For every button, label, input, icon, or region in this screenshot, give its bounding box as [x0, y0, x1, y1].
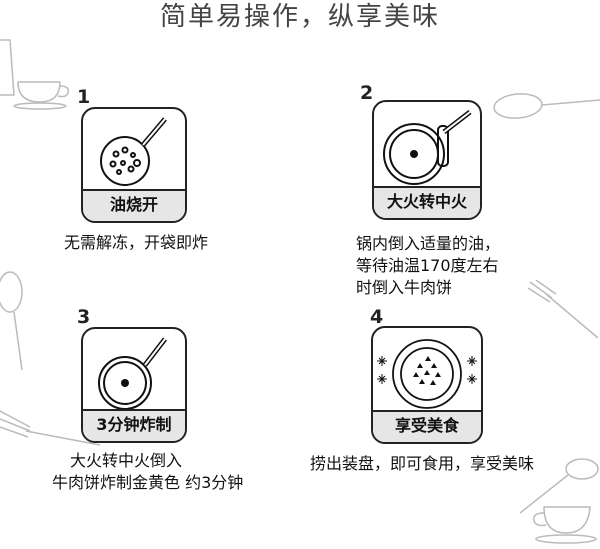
spoon-icon — [493, 93, 600, 119]
step-number: 3 — [77, 306, 91, 328]
step-description: 大火转中火倒入 牛肉饼炸制金黄色 约3分钟 — [52, 451, 244, 492]
plate-food-icon — [377, 339, 477, 409]
step-label: 大火转中火 — [374, 186, 480, 218]
teacup-icon — [532, 506, 597, 544]
step-card: 3分钟炸制 — [81, 327, 187, 443]
pan-icon — [98, 337, 167, 410]
pan-oil-bubbles-icon — [100, 117, 167, 186]
fork-icon — [528, 280, 598, 339]
step-label: 享受美食 — [373, 410, 481, 442]
teacup-icon — [0, 39, 70, 110]
step-label: 油烧开 — [83, 189, 185, 221]
step-description: 锅内倒入适量的油， 等待油温170度左右 时倒入牛肉饼 — [356, 234, 501, 297]
page-title: 简单易操作，纵享美味 — [159, 2, 440, 32]
step-number: 1 — [77, 86, 91, 108]
step-card: 油烧开 — [81, 107, 187, 223]
pan-large-icon — [383, 110, 472, 185]
spoon-icon — [520, 458, 599, 514]
step-card: 享受美食 — [371, 326, 483, 444]
step-description: 无需解冻，开袋即炸 — [64, 233, 209, 252]
spoon-icon — [0, 271, 23, 370]
step-description: 捞出装盘，即可食用，享受美味 — [310, 454, 535, 473]
step-label: 3分钟炸制 — [83, 409, 185, 441]
fork-icon — [0, 410, 100, 446]
step-number: 4 — [370, 306, 384, 328]
step-number: 2 — [360, 82, 374, 104]
step-card: 大火转中火 — [372, 100, 482, 220]
